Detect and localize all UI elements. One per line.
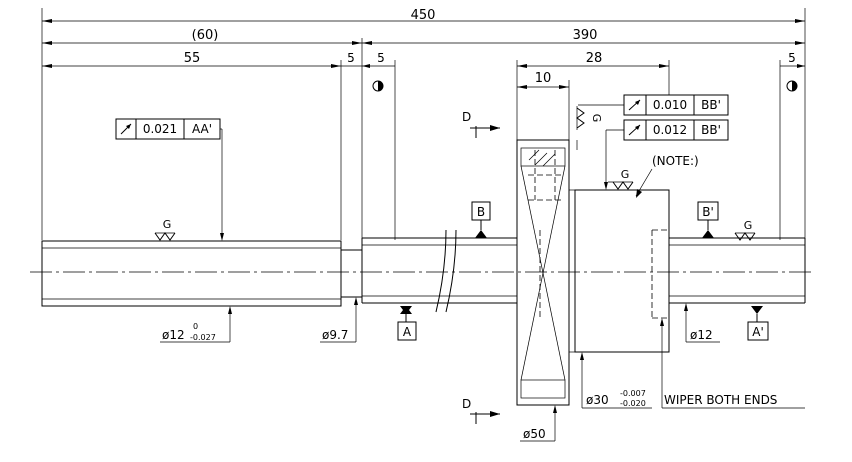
section-marker-top: D [462, 110, 500, 138]
diameter-flange: ø50 [523, 427, 546, 441]
section-marker-top-label: D [462, 110, 471, 124]
surface-mark-left: G [154, 218, 176, 241]
section-marker-bottom-label: D [462, 397, 471, 411]
leader-shaft-end: ø12 0 -0.027 [160, 306, 232, 343]
dim-right-section: 390 [362, 28, 805, 45]
dim-right-section-value: 390 [573, 28, 598, 43]
datum-a-prime-label: A' [752, 325, 764, 339]
leader-wiper: WIPER BOTH ENDS [660, 318, 805, 409]
dim-left-step-value: 55 [184, 51, 201, 66]
dim-left-section-value: (60) [192, 28, 219, 43]
dim-groove-right: 5 [362, 51, 396, 240]
dim-left-section: (60) [42, 28, 363, 240]
dim-nut-length: 28 [516, 51, 670, 140]
tolerance-bb1-value: 0.010 [653, 98, 687, 112]
dim-overall: 450 [41, 8, 806, 240]
dim-nut-flange-value: 10 [535, 71, 552, 86]
leader-flange: ø50 [520, 405, 557, 442]
surface-mark-right-label: G [744, 219, 753, 232]
surface-mark-flange-label: G [590, 114, 603, 123]
dim-end-right-value: 5 [788, 51, 796, 65]
datum-b-prime: B' [697, 201, 719, 238]
tolerance-frame-aa: 0.021 AA' [115, 118, 224, 241]
dim-overall-length: 450 [411, 8, 436, 23]
leader-nut-body: ø30 -0.007 -0.020 [580, 352, 652, 409]
surface-mark-nut: G [608, 168, 634, 190]
note-text: (NOTE:) [652, 154, 699, 168]
diameter-nut-body-lower-tol: -0.020 [620, 399, 646, 408]
datum-a-prime: A' [747, 306, 769, 341]
dim-left-step: 55 5 [42, 51, 362, 240]
dim-groove-left-value: 5 [347, 51, 355, 65]
leader-screw-end: ø12 [684, 303, 720, 343]
shaft-left-end [41, 240, 363, 307]
datum-b-prime-label: B' [702, 205, 714, 219]
tolerance-aa-value: 0.021 [143, 122, 177, 136]
leader-neck: ø9.7 [320, 297, 358, 343]
dim-nut-length-value: 28 [586, 51, 603, 66]
surface-mark-flange: G [576, 106, 603, 150]
diameter-nut-body: ø30 [586, 393, 609, 407]
dim-nut-flange: 10 [517, 71, 570, 150]
diameter-shaft-end-lower-tol: -0.027 [190, 333, 216, 342]
shaft-break-marks [435, 229, 457, 313]
wiper-note: WIPER BOTH ENDS [664, 393, 777, 407]
datum-b: B [471, 201, 491, 238]
tolerance-frame-bb-2: 0.012 BB' [604, 119, 729, 190]
diameter-screw-end: ø12 [690, 328, 713, 342]
dim-end-right: 5 [779, 51, 805, 240]
diameter-shaft-end: ø12 [162, 328, 185, 342]
note-callout: (NOTE:) [635, 154, 699, 198]
center-hole-left-icon [372, 80, 384, 92]
surface-mark-left-label: G [163, 218, 172, 231]
tolerance-bb2-datum: BB' [701, 123, 721, 137]
diameter-nut-body-upper-tol: -0.007 [620, 389, 646, 398]
diameter-neck: ø9.7 [322, 328, 348, 342]
surface-mark-nut-label: G [621, 168, 630, 181]
center-hole-right-icon [786, 80, 798, 92]
shaft-screw-section [361, 237, 806, 304]
datum-a-label: A [403, 325, 412, 339]
dim-groove-right-value: 5 [377, 51, 385, 65]
section-marker-bottom: D [462, 397, 500, 424]
tolerance-aa-datum: AA' [192, 122, 212, 136]
datum-b-label: B [477, 205, 485, 219]
datum-a: A [397, 306, 417, 341]
tolerance-frame-bb-1: 0.010 BB' [578, 94, 729, 116]
diameter-shaft-end-upper-tol: 0 [193, 322, 198, 331]
nut-body [569, 189, 670, 353]
nut-flange [516, 139, 570, 406]
tolerance-bb2-value: 0.012 [653, 123, 687, 137]
tolerance-bb1-datum: BB' [701, 98, 721, 112]
surface-mark-right: G [734, 219, 756, 241]
